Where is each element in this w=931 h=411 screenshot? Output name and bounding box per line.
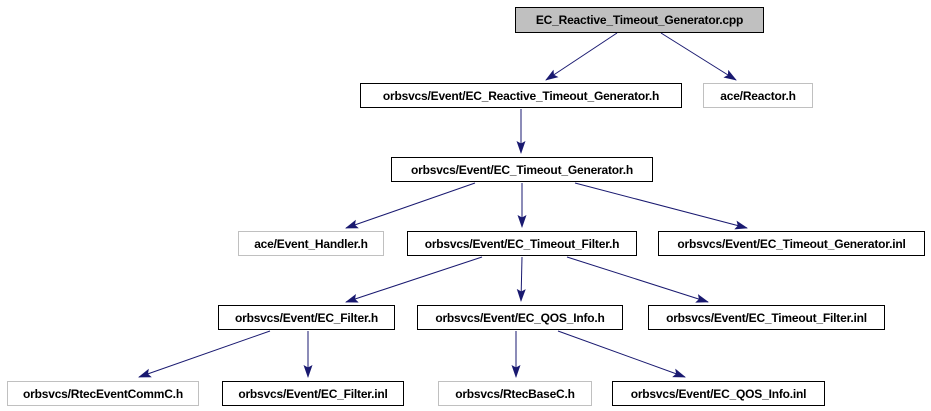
node-ec-filter-h[interactable]: orbsvcs/Event/EC_Filter.h	[218, 305, 395, 330]
node-label-ec-filter-h: orbsvcs/Event/EC_Filter.h	[234, 310, 379, 325]
node-label-ec-qos-info-h: orbsvcs/Event/EC_QOS_Info.h	[435, 310, 605, 325]
node-ace-reactor-h[interactable]: ace/Reactor.h	[703, 83, 813, 108]
node-ec-filter-inl[interactable]: orbsvcs/Event/EC_Filter.inl	[222, 381, 404, 406]
node-ec-timeout-filter-inl[interactable]: orbsvcs/Event/EC_Timeout_Filter.inl	[648, 305, 885, 330]
node-label-ec-filter-inl: orbsvcs/Event/EC_Filter.inl	[238, 386, 388, 401]
node-label-ace-reactor-h: ace/Reactor.h	[720, 88, 796, 103]
node-ace-event-handler-h[interactable]: ace/Event_Handler.h	[238, 231, 384, 256]
edge-ec-timeout-generator-h--ace-event-handler-h	[345, 182, 476, 229]
node-label-ec-timeout-filter-h: orbsvcs/Event/EC_Timeout_Filter.h	[424, 236, 620, 251]
node-label-ec-reactive-timeout-generator-h: orbsvcs/Event/EC_Reactive_Timeout_Genera…	[382, 88, 660, 103]
edge-ec-timeout-filter-h--ec-qos-info-h	[516, 256, 526, 302]
node-label-ec-reactive-timeout-generator-cpp: EC_Reactive_Timeout_Generator.cpp	[535, 13, 744, 27]
node-label-ec-timeout-generator-inl: orbsvcs/Event/EC_Timeout_Generator.inl	[677, 236, 906, 251]
node-label-rtec-event-comm-c-h: orbsvcs/RtecEventCommC.h	[23, 386, 183, 401]
node-ec-reactive-timeout-generator-cpp: EC_Reactive_Timeout_Generator.cpp	[515, 7, 764, 33]
node-rtec-event-comm-c-h[interactable]: orbsvcs/RtecEventCommC.h	[7, 381, 199, 406]
node-ec-timeout-generator-h[interactable]: orbsvcs/Event/EC_Timeout_Generator.h	[391, 157, 653, 182]
node-ec-qos-info-inl[interactable]: orbsvcs/Event/EC_QOS_Info.inl	[612, 381, 825, 406]
edge-ec-timeout-generator-h--ec-timeout-generator-inl	[574, 182, 748, 230]
node-rtec-base-c-h[interactable]: orbsvcs/RtecBaseC.h	[438, 381, 592, 406]
edge-ec-filter-h--rtec-event-comm-c-h	[138, 330, 271, 378]
node-ec-qos-info-h[interactable]: orbsvcs/Event/EC_QOS_Info.h	[417, 305, 623, 330]
edge-ec-reactive-timeout-generator-cpp--ec-reactive-timeout-generator-h	[545, 32, 618, 81]
node-label-ace-event-handler-h: ace/Event_Handler.h	[254, 236, 368, 251]
edge-ec-timeout-filter-h--ec-timeout-filter-inl	[566, 256, 709, 303]
edge-ec-reactive-timeout-generator-cpp--ace-reactor-h	[660, 32, 737, 81]
edge-ec-qos-info-h--ec-qos-info-inl	[557, 330, 686, 378]
node-ec-timeout-filter-h[interactable]: orbsvcs/Event/EC_Timeout_Filter.h	[407, 231, 637, 256]
node-label-ec-timeout-generator-h: orbsvcs/Event/EC_Timeout_Generator.h	[411, 162, 633, 177]
node-label-ec-timeout-filter-inl: orbsvcs/Event/EC_Timeout_Filter.inl	[666, 310, 867, 325]
node-label-rtec-base-c-h: orbsvcs/RtecBaseC.h	[455, 386, 575, 401]
node-label-ec-qos-info-inl: orbsvcs/Event/EC_QOS_Info.inl	[630, 386, 807, 401]
node-ec-timeout-generator-inl[interactable]: orbsvcs/Event/EC_Timeout_Generator.inl	[658, 231, 925, 256]
node-ec-reactive-timeout-generator-h[interactable]: orbsvcs/Event/EC_Reactive_Timeout_Genera…	[360, 83, 682, 108]
edge-ec-timeout-filter-h--ec-filter-h	[345, 256, 483, 303]
